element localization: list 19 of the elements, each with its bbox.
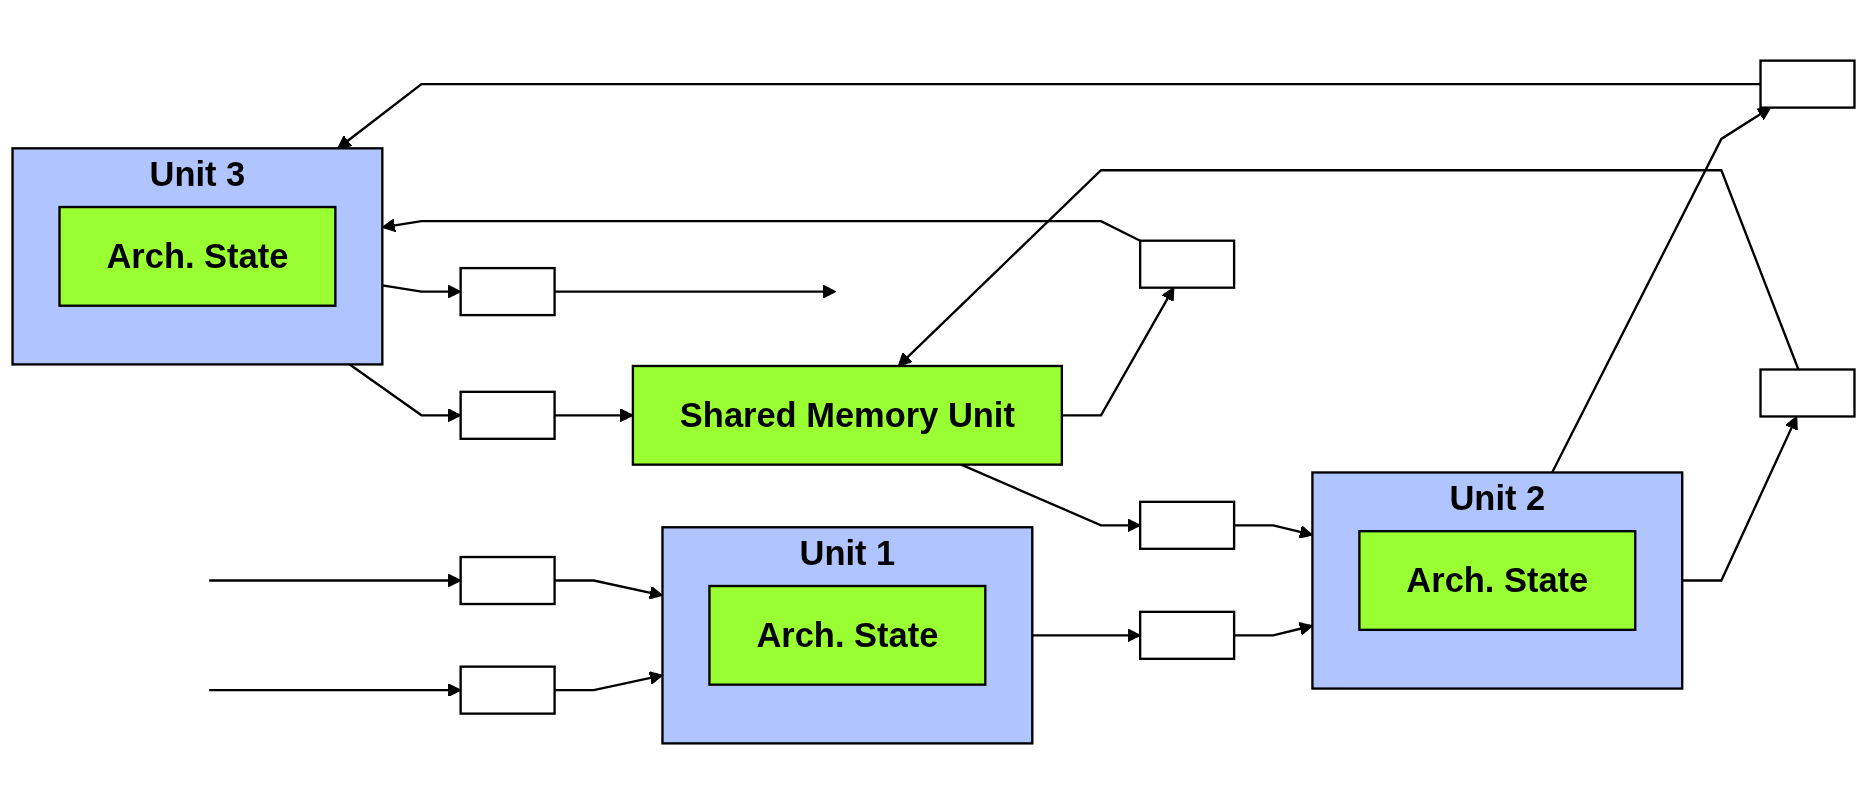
node-box [459, 390, 556, 440]
node-box: Arch. State [58, 205, 337, 307]
node-box: Arch. State [708, 584, 987, 686]
arrow [1551, 107, 1772, 473]
node-box [1759, 368, 1856, 418]
arrow [1032, 628, 1141, 643]
node-box [1139, 610, 1236, 660]
arrow [554, 284, 837, 299]
node-box [1759, 59, 1856, 109]
node-box [1139, 500, 1236, 550]
node-box: Arch. State [1358, 530, 1637, 632]
node-box [459, 665, 556, 715]
arrow [1061, 287, 1175, 417]
arrow [337, 82, 1761, 149]
node-box [459, 555, 556, 606]
arrow [897, 169, 1800, 370]
node-box [1139, 239, 1236, 289]
node-box [459, 266, 556, 317]
node-box: Shared Memory Unit [631, 364, 1064, 466]
